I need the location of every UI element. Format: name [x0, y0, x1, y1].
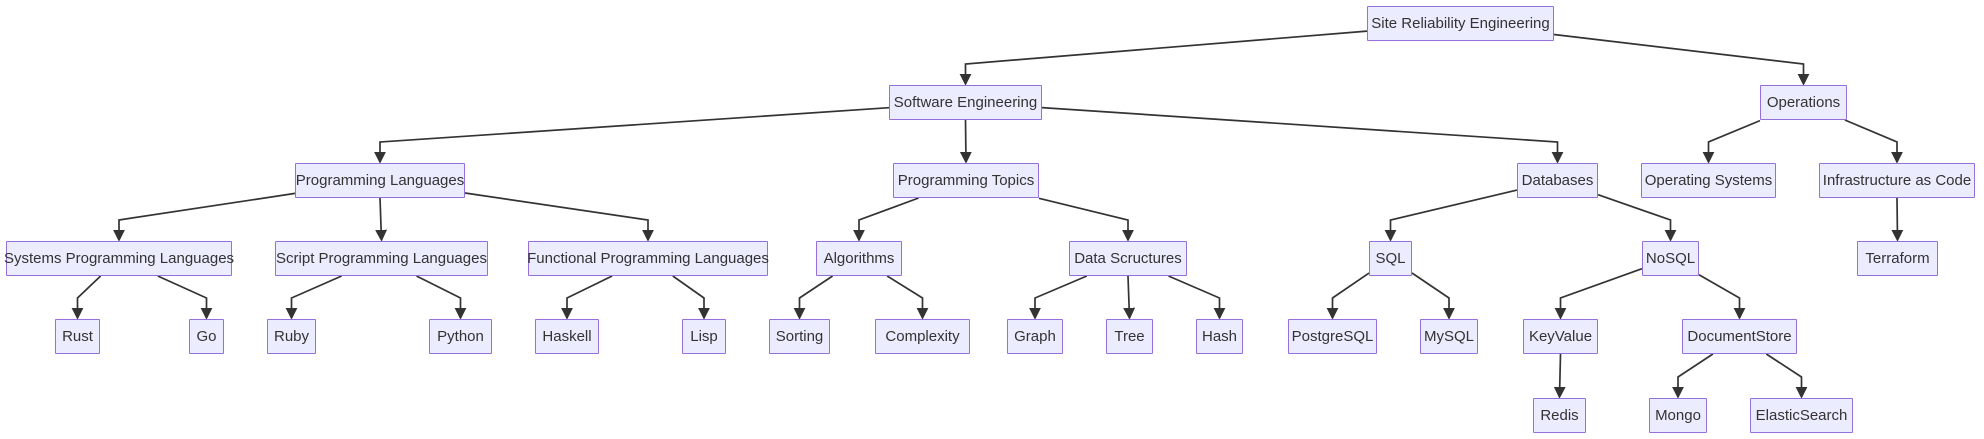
node-keyvalue: KeyValue	[1523, 319, 1598, 354]
edge-scpl-to-python	[416, 275, 467, 320]
edge-db-to-nosql	[1597, 193, 1677, 242]
edge-db-to-sql	[1384, 189, 1518, 242]
node-sql: SQL	[1369, 241, 1412, 276]
node-sorting: Sorting	[769, 319, 830, 354]
edge-spl-to-rust	[71, 275, 102, 320]
node-rust: Rust	[55, 319, 100, 354]
node-complexity: Complexity	[875, 319, 970, 354]
edge-pl-to-scpl	[375, 197, 388, 242]
edge-sql-to-postgresql	[1326, 272, 1370, 320]
edge-fpl-to-lisp	[672, 275, 710, 320]
node-elasticsearch: ElasticSearch	[1750, 398, 1853, 433]
node-sre: Site Reliability Engineering	[1367, 6, 1554, 41]
node-se: Software Engineering	[889, 85, 1042, 120]
node-postgresql: PostgreSQL	[1288, 319, 1377, 354]
node-nosql: NoSQL	[1642, 241, 1699, 276]
node-mysql: MySQL	[1420, 319, 1478, 354]
edge-pl-to-spl	[113, 192, 296, 242]
node-pl: Programming Languages	[295, 163, 465, 198]
edge-ops-to-iac	[1844, 119, 1903, 164]
node-spl: Systems Programming Languages	[4, 241, 234, 276]
node-scpl: Script Programming Languages	[275, 241, 488, 276]
node-documentstore: DocumentStore	[1682, 319, 1797, 354]
edge-fpl-to-haskell	[561, 275, 613, 320]
node-ruby: Ruby	[267, 319, 316, 354]
node-graph: Graph	[1007, 319, 1063, 354]
node-iac: Infrastructure as Code	[1819, 163, 1975, 198]
node-pt: Programming Topics	[893, 163, 1039, 198]
node-python: Python	[429, 319, 492, 354]
node-ops: Operations	[1760, 85, 1847, 120]
node-os: Operating Systems	[1641, 163, 1776, 198]
edge-se-to-pl	[374, 106, 890, 164]
edge-alg-to-sorting	[793, 275, 834, 320]
edge-nosql-to-documentstore	[1698, 274, 1746, 320]
edge-pt-to-alg	[853, 197, 919, 242]
node-mongo: Mongo	[1649, 398, 1707, 433]
edge-nosql-to-keyvalue	[1554, 267, 1643, 320]
edge-se-to-db	[1041, 106, 1564, 164]
edge-pt-to-ds	[1038, 197, 1134, 242]
edge-sre-to-ops	[1553, 33, 1810, 86]
edge-alg-to-complexity	[886, 275, 929, 320]
edge-spl-to-go	[157, 275, 213, 320]
edge-se-to-pt	[959, 119, 972, 164]
node-db: Databases	[1517, 163, 1598, 198]
edge-keyvalue-to-redis	[1553, 353, 1566, 399]
node-lisp: Lisp	[682, 319, 726, 354]
node-redis: Redis	[1533, 398, 1586, 433]
node-go: Go	[189, 319, 224, 354]
edge-paths	[71, 30, 1904, 399]
edge-iac-to-terraform	[1891, 197, 1904, 242]
node-haskell: Haskell	[535, 319, 599, 354]
edge-sql-to-mysql	[1411, 272, 1455, 320]
edge-documentstore-to-elasticsearch	[1765, 353, 1808, 399]
edge-ds-to-graph	[1029, 275, 1088, 320]
edge-sre-to-se	[959, 30, 1368, 86]
node-terraform: Terraform	[1857, 241, 1938, 276]
node-hash: Hash	[1196, 319, 1243, 354]
node-tree: Tree	[1106, 319, 1153, 354]
edge-ds-to-hash	[1168, 275, 1226, 320]
edge-ds-to-tree	[1123, 275, 1136, 320]
node-ds: Data Scructures	[1069, 241, 1187, 276]
edge-pl-to-fpl	[464, 192, 654, 242]
node-alg: Algorithms	[816, 241, 902, 276]
edge-documentstore-to-mongo	[1672, 353, 1714, 399]
node-fpl: Functional Programming Languages	[527, 241, 769, 276]
edge-scpl-to-ruby	[285, 275, 342, 320]
edge-ops-to-os	[1702, 119, 1761, 164]
